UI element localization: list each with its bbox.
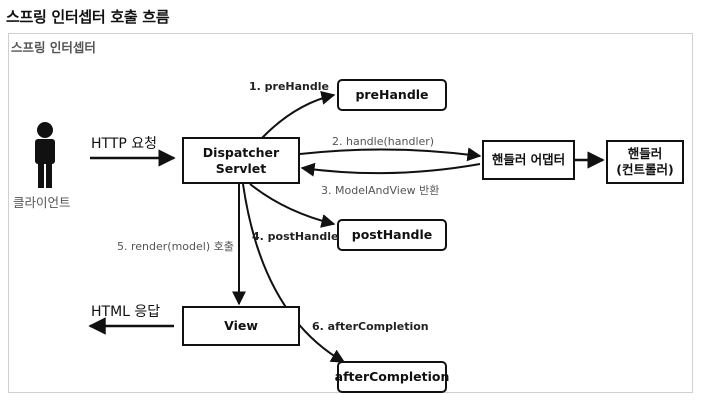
modelandview-arrow: [300, 162, 481, 177]
view-node-label: View: [224, 318, 258, 334]
handler-node: 핸들러(컨트롤러): [606, 140, 684, 184]
client-label: 클라이언트: [13, 195, 71, 210]
page-title: 스프링 인터셉터 호출 흐름: [6, 8, 170, 26]
handler-label-line1: 핸들러: [627, 146, 663, 162]
prehandle-node-label: preHandle: [355, 87, 429, 103]
http-request-label: HTTP 요청: [91, 136, 158, 152]
step1-label: 1. preHandle: [249, 80, 329, 93]
person-icon: [35, 122, 55, 188]
posthandle-node: postHandle: [337, 219, 447, 251]
prehandle-arrow: [261, 91, 336, 139]
handle-arrow: [299, 147, 482, 162]
step4-label: 4. postHandle: [252, 230, 339, 243]
posthandle-node-label: postHandle: [351, 227, 433, 243]
handler-label-line2: (컨트롤러): [616, 162, 674, 177]
dispatcher-label-line1: Dispatcher: [202, 144, 280, 160]
step6-label: 6. afterCompletion: [312, 320, 429, 333]
step2-label: 2. handle(handler): [332, 135, 435, 148]
aftercompletion-arrow: [242, 183, 346, 363]
view-node: View: [182, 306, 300, 346]
handler-adapter-node: 핸들러 어댑터: [482, 140, 575, 180]
step3-label: 3. ModelAndView 반환: [321, 184, 440, 197]
panel-title: 스프링 인터셉터: [11, 40, 96, 55]
html-response-label: HTML 응답: [91, 304, 161, 320]
step5-label: 5. render(model) 호출: [117, 240, 234, 253]
prehandle-node: preHandle: [337, 79, 447, 111]
posthandle-arrow: [249, 183, 336, 228]
aftercompletion-node: afterCompletion: [334, 361, 450, 393]
aftercompletion-node-label: afterCompletion: [334, 369, 450, 385]
handler-adapter-label: 핸들러 어댑터: [491, 152, 566, 168]
dispatcher-label-line2: Servlet: [215, 160, 267, 176]
